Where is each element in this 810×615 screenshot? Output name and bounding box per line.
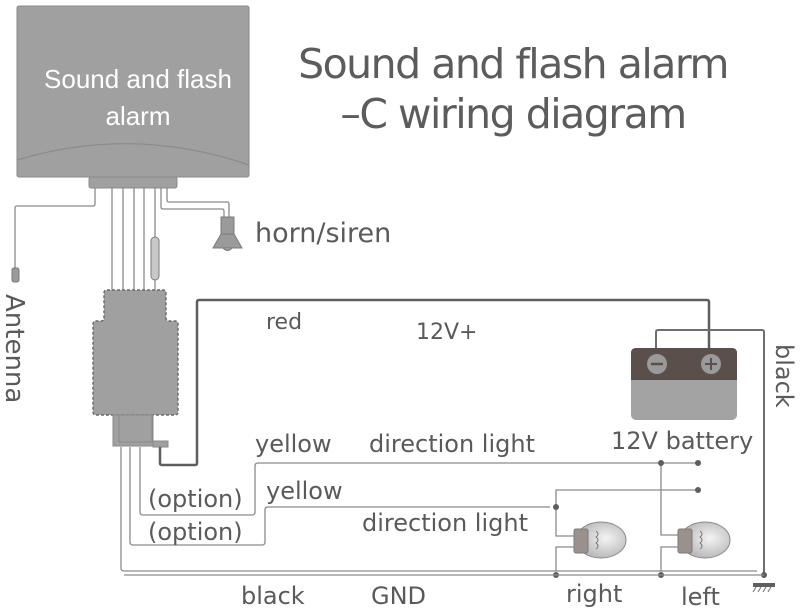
option-1-label: (option) xyxy=(148,485,243,513)
relay-module xyxy=(92,289,179,448)
right-bulb-icon xyxy=(573,521,627,559)
left-bulb-label: left xyxy=(681,583,720,611)
alarm-unit-label-line1: Sound and flash xyxy=(44,64,232,94)
horn-body-icon xyxy=(220,216,235,235)
relay-connector-inner xyxy=(118,414,153,443)
antenna-label: Antenna xyxy=(0,294,29,403)
direction-light-1-label: direction light xyxy=(369,430,535,458)
harness-wires xyxy=(111,188,160,290)
ground-symbol-icon xyxy=(752,583,775,593)
alarm-unit-curve xyxy=(16,143,250,166)
direction-light-circuit: right left xyxy=(124,460,775,611)
terminal-node xyxy=(695,460,701,466)
option-2-label: (option) xyxy=(148,518,243,546)
diagram-title-line2: –C wiring diagram xyxy=(340,90,685,138)
battery-negative-wire xyxy=(655,329,765,578)
left-bulb-feed xyxy=(660,463,678,536)
power-12v-label: 12V+ xyxy=(416,320,477,345)
right-bulb-return xyxy=(555,546,574,571)
junction-node xyxy=(553,504,559,510)
horn-bell-icon xyxy=(222,247,233,251)
inline-fuse-icon xyxy=(150,236,160,281)
antenna: Antenna xyxy=(0,188,96,403)
yellow-wire-1 xyxy=(139,447,697,516)
right-branch-top xyxy=(555,489,697,507)
diagram-title-line1: Sound and flash alarm xyxy=(298,40,728,88)
junction-node xyxy=(658,460,664,466)
yellow-wire-2 xyxy=(129,447,550,546)
yellow-wire-1-label: yellow xyxy=(255,430,332,458)
battery: 12V battery black xyxy=(611,329,798,578)
horn-siren: horn/siren xyxy=(160,188,391,251)
horn-wire-2 xyxy=(160,188,225,217)
right-bulb-label: right xyxy=(566,580,622,608)
alarm-unit: Sound and flash alarm xyxy=(16,5,250,189)
battery-ground-label: black xyxy=(770,344,798,408)
antenna-wire xyxy=(14,188,96,268)
horn-wire-1 xyxy=(166,188,230,217)
gnd-black-wire xyxy=(120,447,757,572)
battery-label: 12V battery xyxy=(611,427,753,455)
yellow-wire-2-label: yellow xyxy=(266,477,343,505)
gnd-color-label: black xyxy=(241,582,305,610)
left-bulb-return xyxy=(660,546,678,571)
left-bulb-icon xyxy=(677,521,731,559)
alarm-unit-connector xyxy=(88,176,178,189)
terminal-node xyxy=(695,487,701,493)
alarm-unit-label-line2: alarm xyxy=(105,101,170,131)
antenna-tip-icon xyxy=(11,267,20,283)
relay-connector-tab xyxy=(152,440,169,448)
gnd-label: GND xyxy=(371,582,426,610)
red-wire-label: red xyxy=(266,310,302,335)
battery-top xyxy=(631,348,737,380)
direction-light-2-label: direction light xyxy=(362,509,528,537)
horn-cone-icon xyxy=(212,233,243,249)
right-bulb-feed xyxy=(555,507,574,537)
red-12v-wire xyxy=(158,298,711,467)
relay-module-body xyxy=(92,289,179,416)
horn-siren-label: horn/siren xyxy=(255,218,391,249)
